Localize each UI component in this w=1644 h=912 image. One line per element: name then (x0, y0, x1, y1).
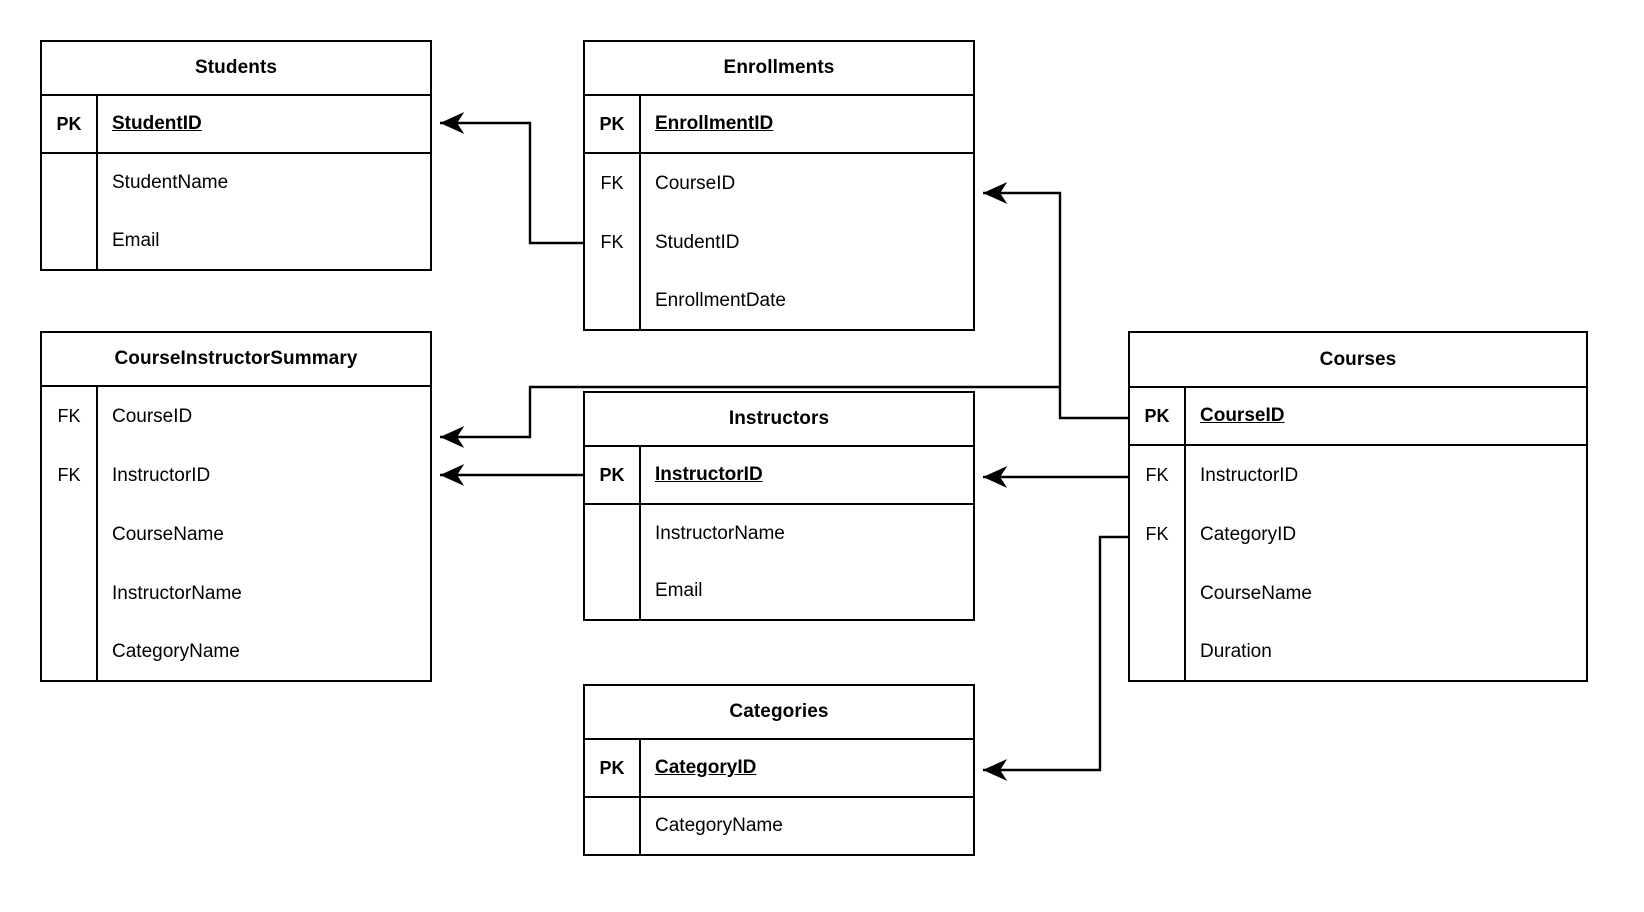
attribute-row[interactable]: InstructorName (42, 564, 430, 623)
foreign-key-badge: FK (585, 213, 641, 272)
entity-title-students: Students (42, 42, 430, 96)
attribute-name: CategoryID (655, 757, 757, 778)
primary-key-badge: PK (585, 96, 641, 152)
attribute-row[interactable]: FK CategoryID (1130, 505, 1586, 564)
foreign-key-badge: FK (585, 154, 641, 213)
primary-key-badge: PK (585, 447, 641, 503)
key-cell-empty (42, 564, 98, 623)
entity-title-courses: Courses (1130, 333, 1586, 388)
attribute-row[interactable]: FK CourseID (42, 387, 430, 446)
entity-attributes-categories: PK CategoryID CategoryName (585, 740, 973, 854)
key-cell-empty (585, 505, 641, 563)
attribute-name: StudentID (112, 113, 202, 134)
primary-key-badge: PK (42, 96, 98, 152)
entity-attributes-enrollments: PK EnrollmentID FK CourseID FK StudentID Enrol… (585, 96, 973, 329)
attribute-name: CourseName (112, 523, 224, 545)
attribute-name: CategoryName (655, 815, 783, 836)
attribute-row[interactable]: Email (42, 212, 430, 269)
foreign-key-badge: FK (42, 387, 98, 446)
attribute-row[interactable]: FK CourseID (585, 154, 973, 213)
key-cell-empty (42, 212, 98, 269)
attribute-name: StudentID (655, 231, 740, 253)
foreign-key-badge: FK (1130, 446, 1186, 505)
foreign-key-badge: FK (1130, 505, 1186, 564)
attribute-name: Email (655, 580, 703, 601)
attribute-row[interactable]: Email (585, 563, 973, 619)
attribute-name: CategoryName (112, 640, 240, 662)
attribute-row[interactable]: PK StudentID (42, 96, 430, 154)
entity-title-enrollments: Enrollments (585, 42, 973, 96)
attribute-row[interactable]: StudentName (42, 154, 430, 212)
key-cell-empty (42, 505, 98, 564)
attribute-name: Duration (1200, 640, 1272, 662)
attribute-name: CourseID (655, 172, 736, 194)
relationship-courses-categoryid-to-categories-categoryid[interactable] (983, 535, 1128, 781)
key-cell-empty (42, 154, 98, 212)
key-cell-empty (585, 272, 641, 329)
entity-title-courseinstructorsummary: CourseInstructorSummary (42, 333, 430, 387)
attribute-name: EnrollmentID (655, 113, 774, 134)
attribute-row[interactable]: CategoryName (42, 623, 430, 680)
entity-title-instructors: Instructors (585, 393, 973, 447)
attribute-name: Email (112, 229, 160, 251)
attribute-name: InstructorID (655, 464, 763, 485)
entity-attributes-courses: PK CourseID FK InstructorID FK CategoryID Cour… (1130, 388, 1586, 680)
attribute-name: CourseID (112, 405, 193, 427)
attribute-row[interactable]: CourseName (42, 505, 430, 564)
attribute-name: CourseName (1200, 582, 1312, 604)
attribute-name: InstructorID (1200, 464, 1299, 486)
attribute-row[interactable]: Duration (1130, 623, 1586, 680)
key-cell-empty (1130, 564, 1186, 623)
attribute-row[interactable]: PK InstructorID (585, 447, 973, 505)
attribute-row[interactable]: CourseName (1130, 564, 1586, 623)
attribute-row[interactable]: EnrollmentDate (585, 272, 973, 329)
attribute-name: CourseID (1200, 405, 1285, 426)
attribute-row[interactable]: PK CategoryID (585, 740, 973, 798)
primary-key-badge: PK (585, 740, 641, 796)
entity-title-categories: Categories (585, 686, 973, 740)
attribute-row[interactable]: PK EnrollmentID (585, 96, 973, 154)
attribute-name: EnrollmentDate (655, 289, 786, 311)
attribute-name: InstructorID (112, 464, 211, 486)
key-cell-empty (585, 798, 641, 854)
attribute-row[interactable]: InstructorName (585, 505, 973, 563)
attribute-row[interactable]: FK InstructorID (42, 446, 430, 505)
relationship-courses-courseid-to-enrollments-courseid[interactable] (983, 182, 1128, 420)
attribute-row[interactable]: PK CourseID (1130, 388, 1586, 446)
attribute-row[interactable]: FK InstructorID (1130, 446, 1586, 505)
relationship-enrollments-studentid-to-students-studentid[interactable] (440, 112, 583, 245)
key-cell-empty (42, 623, 98, 680)
primary-key-badge: PK (1130, 388, 1186, 444)
attribute-name: InstructorName (112, 582, 242, 604)
attribute-row[interactable]: FK StudentID (585, 213, 973, 272)
attribute-name: InstructorName (655, 523, 785, 544)
key-cell-empty (585, 563, 641, 619)
attribute-row[interactable]: CategoryName (585, 798, 973, 854)
foreign-key-badge: FK (42, 446, 98, 505)
key-cell-empty (1130, 623, 1186, 680)
attribute-name: CategoryID (1200, 523, 1297, 545)
attribute-name: StudentName (112, 172, 229, 193)
